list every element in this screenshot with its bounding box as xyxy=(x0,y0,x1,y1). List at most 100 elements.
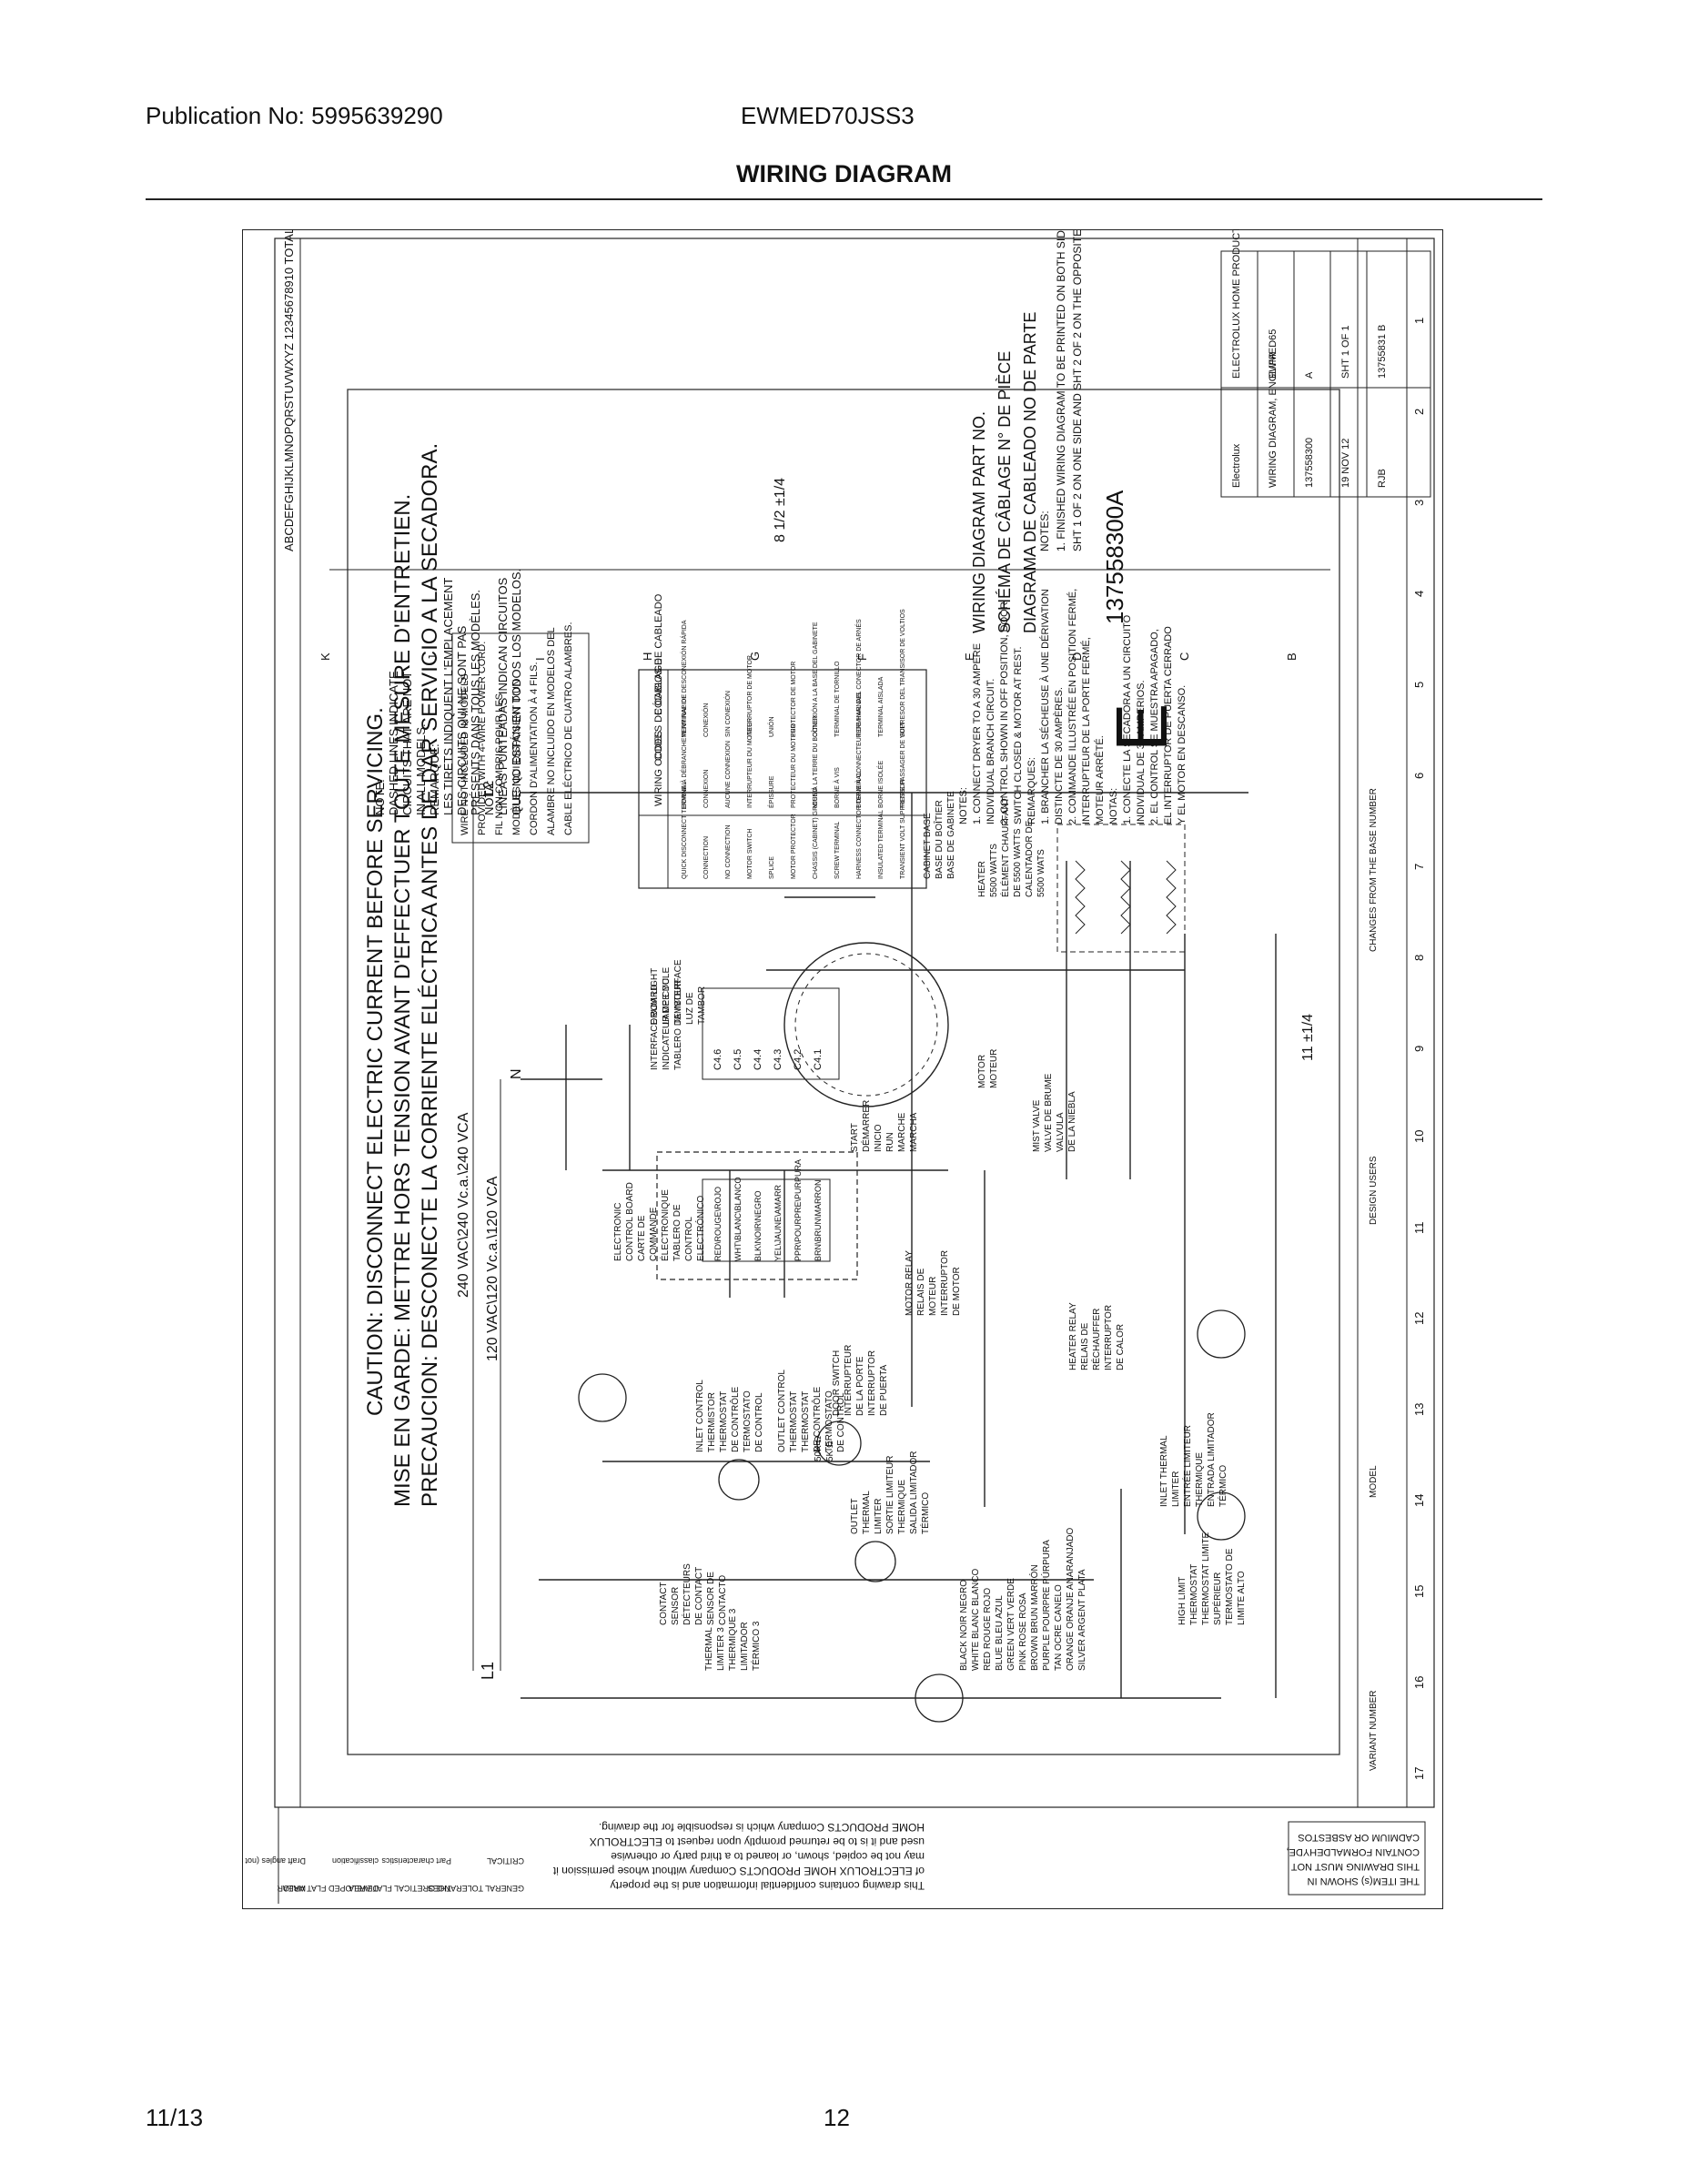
interface-wire: YEL\JAUNE\AMARR xyxy=(773,1184,783,1261)
notes-right-line-12: 1. CONECTE LA SECADORA A UN CIRCUITO xyxy=(1122,614,1133,824)
codes-cell: BORNE À DÉBRANCHEMENT RAPIDE xyxy=(680,694,688,808)
dashed-note-line-2: CIRCUITS THAT ARE NOT xyxy=(400,672,414,815)
codes-cell: SCREW TERMINAL xyxy=(834,822,841,879)
rev-letter: E xyxy=(1101,703,1182,752)
codes-cell: TERMINAL DE TORNILLO xyxy=(834,661,841,737)
title-block-date: 19 NOV 12 xyxy=(1340,439,1351,488)
inlet-limiter-label: INLET THERMAL xyxy=(1159,1435,1169,1507)
interface-pin: C4.1 xyxy=(813,1049,824,1070)
confidential-line-2: may not be copied, shown, or loaned to a… xyxy=(611,1850,925,1863)
motor-relay-label: MOTOR RELAY xyxy=(905,1250,915,1316)
resistances-label: 5K Ω xyxy=(825,1441,835,1461)
contact-sensor-label: SENSOR DE xyxy=(706,1572,716,1625)
interface-pin: C4.4 xyxy=(753,1049,763,1070)
part-no-line-2: DIAGRAMA DE CABLEADO NO DE PARTE xyxy=(1021,312,1039,633)
heater-relay-label: HEATER RELAY xyxy=(1068,1302,1078,1370)
border-letter: C xyxy=(1178,652,1191,661)
border-letter: K xyxy=(318,652,332,661)
motor-relay-label: DE MOTOR xyxy=(952,1267,962,1316)
notes-right-line-4: SWITCH CLOSED & MOTOR AT REST. xyxy=(1013,646,1024,824)
part-no-line-1: SCHÉMA DE CÂBLAGE N° DE PIÈCE xyxy=(996,351,1014,633)
tolerance-header: DEVELOPED FLAT AREA xyxy=(283,1884,379,1893)
dashed-note-line-5: LES TIRETS INDIQUENT L'EMPLACEMENT xyxy=(441,578,455,815)
border-letter: E xyxy=(963,652,976,661)
notes-right-line-13: INDIVIDUAL DE 30 AMPERIOS. xyxy=(1136,680,1147,824)
door-switch-label: DE LA PORTE xyxy=(855,1356,865,1416)
electronic-board-label: COMMANDE xyxy=(649,1207,659,1261)
dashed-note-line-8: NOTA: xyxy=(482,780,496,815)
electronic-board-label: CONTROL BOARD xyxy=(625,1182,635,1261)
codes-cell: CONNECTION xyxy=(703,836,710,879)
high-limit-label: THERMOSTAT LIMITE xyxy=(1201,1532,1211,1625)
interface-wire: PPR\POURPRE\PURPURA xyxy=(793,1159,803,1261)
colors-label: ORANGE ORANJE ANARANJADO xyxy=(1066,1528,1076,1671)
wire-note-line-3: MODÈLES QUI DISPOSENT D'UN xyxy=(510,679,522,835)
changes-item-0: VARIANT NUMBER xyxy=(1369,1690,1379,1771)
thermal-limiter-label: THERMIQUE 3 xyxy=(728,1608,738,1671)
dashed-note-line-10: QUE NO ESTÁN EN TODOS LOS MODELOS. xyxy=(510,569,523,815)
l2-label: L2 xyxy=(481,781,497,797)
codes-cell: INSULATED TERMINAL xyxy=(878,810,884,879)
wire-note-line-0: WIRE NOT INCLUDED IN MODELS xyxy=(460,673,470,835)
colors-label: SILVER ARGENT PLATA xyxy=(1077,1569,1087,1671)
part-number-block: WIRING DIAGRAM PART NO.SCHÉMA DE CÂBLAGE… xyxy=(970,312,1039,633)
border-number: 5 xyxy=(1412,682,1426,688)
finish-note-line-1: 1. FINISHED WIRING DIAGRAM TO BE PRINTED… xyxy=(1055,229,1067,551)
interface-pin: C4.5 xyxy=(733,1049,743,1070)
inlet-limiter-label: THERMIQUE xyxy=(1195,1452,1205,1507)
wire-note-line-6: CABLE ELÉCTRICO DE CUATRO ALAMBRES. xyxy=(562,622,574,835)
resistances-label: 50K Ω xyxy=(814,1435,824,1461)
inlet-thermistor-label: THERMOSTAT xyxy=(719,1391,729,1452)
outlet-limiter-label: LIMITER xyxy=(874,1499,884,1534)
codes-cell: CONNEXION xyxy=(703,770,710,808)
publication-number: Publication No: 5995639290 xyxy=(146,102,443,129)
n-label: N xyxy=(509,1068,524,1079)
codes-cell: BORNE À CONNECTEUR DE HARNAIS xyxy=(854,692,863,808)
mist-valve-label: VALVE DE BRUME xyxy=(1044,1073,1054,1152)
interface-pin: C4.2 xyxy=(793,1049,804,1070)
border-number: 3 xyxy=(1412,500,1426,506)
confidential-note: This drawing contains confidential infor… xyxy=(552,1821,925,1892)
codes-cell: BORNE ISOLÉE xyxy=(876,761,884,808)
cabinet-base-label: BASE DU BOÎTIER xyxy=(933,800,945,879)
dashed-note-line-1: DASHED LINES INDICATE xyxy=(387,671,400,815)
inlet-thermistor-label: THERMISTOR xyxy=(707,1392,717,1452)
border-number: 11 xyxy=(1412,1222,1426,1235)
outlet-thermistor-label: TERMOSTATO xyxy=(824,1390,834,1452)
codes-cell: ÉPISSURE xyxy=(767,775,775,808)
notes-right-line-16: Y EL MOTOR EN DESCANSO. xyxy=(1177,685,1188,824)
confidential-line-3: used and it is to be returned promptly u… xyxy=(590,1835,925,1848)
voltage-240: 240 VAC\240 Vc.a.\240 VCA xyxy=(456,1112,471,1298)
colors-label: WHITE BLANC BLANCO xyxy=(971,1569,981,1671)
border-letter: G xyxy=(748,652,762,661)
caution-fr: MISE EN GARDE: METTRE HORS TENSION AVANT… xyxy=(390,494,415,1507)
start-run-label: MARCHA xyxy=(909,1112,919,1152)
heater-relay-label: INTERRUPTOR xyxy=(1104,1305,1114,1370)
door-switch-label: DE PUERTA xyxy=(879,1364,889,1416)
dashed-note-line-7: PRÉSENTS DANS TOUS LES MODÈLES. xyxy=(469,590,482,815)
border-number: 7 xyxy=(1412,864,1426,870)
codes-cell: CONEXIÓN xyxy=(702,703,710,737)
codes-cell: MOTOR PROTECTOR xyxy=(791,814,797,879)
notes-right-line-11: NOTAS: xyxy=(1108,788,1119,824)
outlet-thermistor-label: OUTLET CONTROL xyxy=(777,1370,787,1452)
border-number: 10 xyxy=(1412,1130,1426,1143)
codes-cell: QUICK DISCONNECT TERMINAL xyxy=(682,781,688,879)
notes-right-line-8: 2. COMMANDE ILLUSTRÉE EN POSITION FERMÉ, xyxy=(1066,589,1078,824)
interface-wire: BRN\BRUN\MARRON xyxy=(814,1179,823,1261)
border-letter: H xyxy=(641,652,654,661)
notes-right-line-9: INTERRUPTEUR DE LA PORTE FERMÉ, xyxy=(1080,637,1092,824)
title-block-rev: A xyxy=(1304,371,1315,379)
caution-es: PRECAUCION: DESCONECTE LA CORRIENTE ELÉC… xyxy=(418,443,442,1507)
outlet-limiter-label: SALIDA LIMITADOR xyxy=(909,1451,919,1534)
electronic-board-label: ELECTRÓNICO xyxy=(694,1196,706,1261)
title-block-drawn: RJB xyxy=(1377,469,1388,488)
border-number: 14 xyxy=(1412,1494,1426,1507)
inlet-limiter-label: LIMITER xyxy=(1171,1471,1181,1507)
border-number: 1 xyxy=(1412,318,1426,324)
outlet-thermistor-label: THERMOSTAT xyxy=(789,1391,799,1452)
changes-item-3: CHANGES FROM THE BASE NUMBER xyxy=(1369,788,1379,952)
